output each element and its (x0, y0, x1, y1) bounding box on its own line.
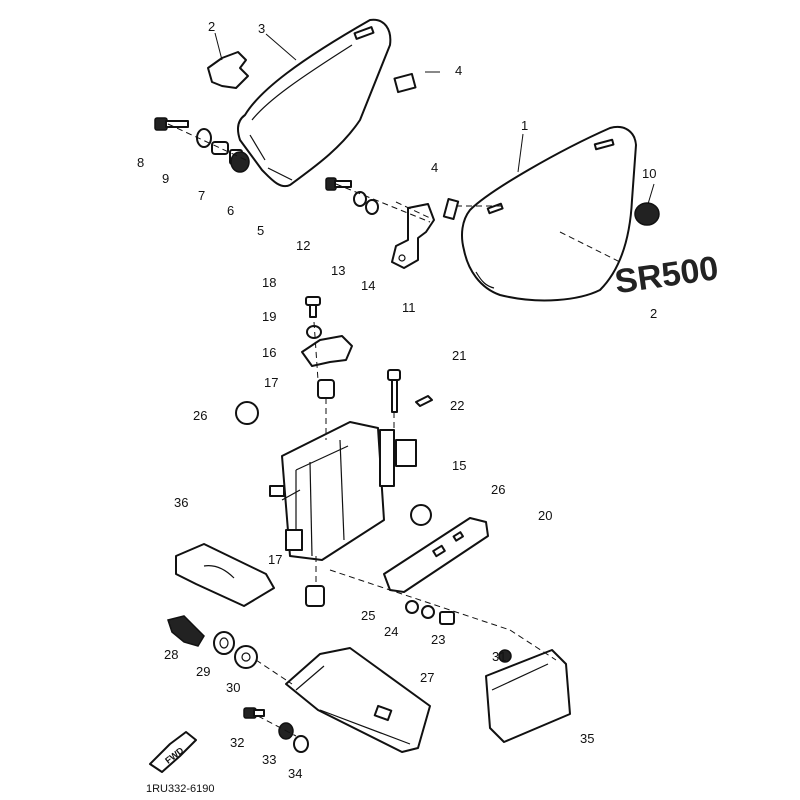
bracket-16[interactable] (301, 335, 353, 367)
callout-28: 28 (164, 647, 178, 662)
callout-32: 32 (230, 735, 244, 750)
damper-upper[interactable] (393, 72, 417, 94)
washer-14[interactable] (365, 199, 379, 215)
callout-10: 10 (642, 166, 656, 181)
callout-35: 35 (580, 731, 594, 746)
diagram-caption: 1RU332-6190 (146, 783, 215, 795)
right-side-cover[interactable] (461, 126, 637, 302)
bolt-23[interactable] (439, 611, 455, 625)
callout-7: 7 (198, 188, 205, 203)
callout-34: 34 (288, 766, 302, 781)
emblem-text: SR500 (612, 249, 720, 301)
callout-4b: 4 (431, 160, 438, 175)
grommet-26-upper[interactable] (235, 401, 259, 425)
grommet-26-right[interactable] (410, 504, 432, 526)
emblem-clip-left[interactable] (207, 51, 249, 89)
bolt-8[interactable] (154, 117, 189, 131)
washer-25[interactable] (405, 600, 419, 614)
callout-9: 9 (162, 171, 169, 186)
callout-23: 23 (431, 632, 445, 647)
callout-15: 15 (452, 458, 466, 473)
washer-24[interactable] (421, 605, 435, 619)
screw-31[interactable] (498, 649, 512, 663)
callout-36: 36 (174, 495, 188, 510)
callout-30: 30 (226, 680, 240, 695)
collar-7[interactable] (211, 141, 229, 155)
washer-34[interactable] (293, 735, 309, 753)
bolt-32[interactable] (243, 707, 265, 719)
callout-29: 29 (196, 664, 210, 679)
fwd-arrow-icon: FWD (149, 731, 197, 773)
callout-33: 33 (262, 752, 276, 767)
callout-4a: 4 (455, 63, 462, 78)
damper-17-upper[interactable] (317, 379, 335, 399)
callout-22: 22 (450, 398, 464, 413)
battery-box-15[interactable] (269, 421, 417, 561)
callout-14: 14 (361, 278, 375, 293)
damper-17-lower[interactable] (305, 585, 325, 607)
callout-26b: 26 (491, 482, 505, 497)
callout-20: 20 (538, 508, 552, 523)
pin-22[interactable] (415, 395, 433, 407)
callout-2b: 2 (650, 306, 657, 321)
damper-mid[interactable] (442, 198, 460, 220)
fitting-28[interactable] (167, 615, 205, 647)
grommet-10[interactable] (634, 202, 660, 226)
washer-30[interactable] (234, 645, 258, 669)
callout-13: 13 (331, 263, 345, 278)
grommet-29[interactable] (213, 631, 235, 655)
callout-12: 12 (296, 238, 310, 253)
grommet-5[interactable] (230, 151, 250, 173)
callout-17b: 17 (268, 552, 282, 567)
callout-25: 25 (361, 608, 375, 623)
washer-13[interactable] (353, 191, 367, 207)
callout-11: 11 (402, 300, 416, 315)
left-side-cover[interactable] (236, 18, 392, 188)
callout-18: 18 (262, 275, 276, 290)
battery-band-36[interactable] (175, 543, 275, 607)
callout-26a: 26 (193, 408, 207, 423)
leader-lines (167, 32, 655, 737)
bracket-20[interactable] (383, 517, 489, 593)
sr500-emblem[interactable]: SR500 (612, 249, 720, 301)
callout-16: 16 (262, 345, 276, 360)
cover-35[interactable] (485, 649, 571, 743)
callout-8: 8 (137, 155, 144, 170)
callout-19: 19 (262, 309, 276, 324)
bracket-11[interactable] (391, 203, 435, 269)
callout-24: 24 (384, 624, 398, 639)
callout-2a: 2 (208, 19, 215, 34)
callout-27: 27 (420, 670, 434, 685)
callout-21: 21 (452, 348, 466, 363)
callout-17a: 17 (264, 375, 278, 390)
bolt-21[interactable] (387, 369, 401, 413)
tool-case-27[interactable] (285, 647, 431, 753)
callout-31: 31 (492, 649, 506, 664)
callout-5: 5 (257, 223, 264, 238)
callout-3: 3 (258, 21, 265, 36)
callout-6: 6 (227, 203, 234, 218)
callout-1: 1 (521, 118, 528, 133)
bolt-18[interactable] (305, 296, 321, 318)
callouts: 1 2 2 3 4 4 5 6 7 8 9 10 11 12 13 14 15 … (137, 19, 657, 781)
